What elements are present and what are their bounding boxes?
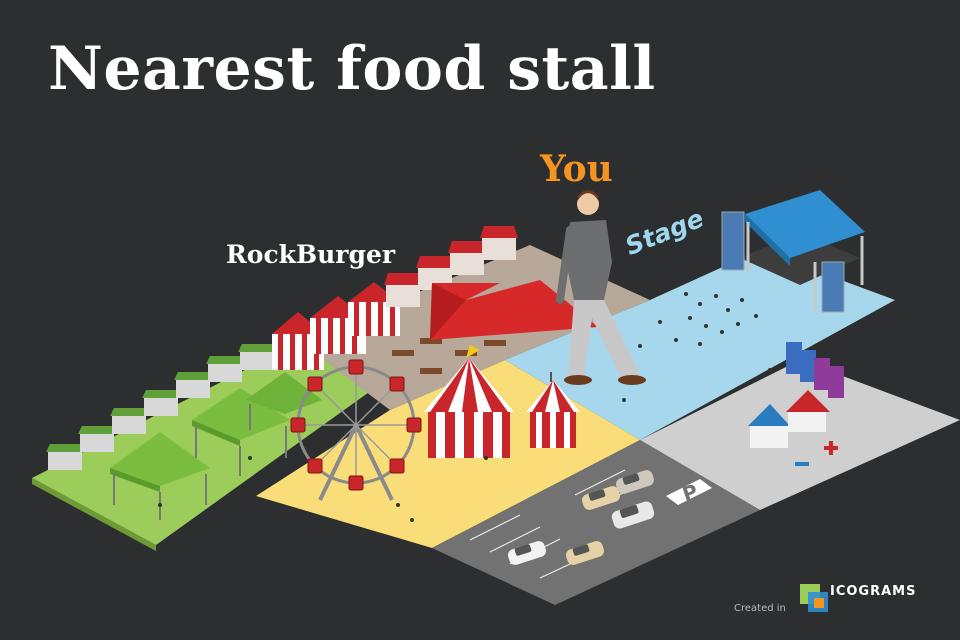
food-stall-label: RockBurger: [226, 240, 396, 269]
ferris-wheel-icon: [290, 359, 422, 501]
food-kiosk: [448, 241, 486, 275]
you-label: You: [540, 148, 613, 190]
service-zone: [640, 360, 960, 510]
icograms-logo-icon: [800, 584, 828, 612]
page-title: Nearest food stall: [48, 34, 656, 104]
carousel-tent-icon: [526, 372, 580, 448]
parking-icon: P: [666, 479, 712, 507]
portable-toilet-icon: [786, 342, 844, 398]
food-kiosk: [480, 226, 518, 260]
market-tent-icon: [192, 388, 290, 476]
credit-text: Created in: [734, 603, 786, 614]
car-icon: [508, 541, 546, 565]
you-person-icon: [556, 190, 646, 385]
market-stall: [206, 356, 244, 382]
first-aid-tent-icon: [748, 390, 838, 466]
market-stall: [238, 344, 276, 370]
stage-icon: [721, 190, 865, 313]
circus-tent-icon: [424, 345, 514, 458]
market-zone-edge: [32, 478, 156, 551]
car-icon: [616, 470, 654, 494]
car-icon: [611, 501, 655, 529]
market-stall: [110, 408, 148, 434]
car-icon: [566, 541, 604, 565]
market-stall: [46, 444, 84, 470]
food-kiosk: [384, 273, 422, 307]
brand-name[interactable]: ICOGRAMS: [830, 584, 917, 599]
market-stall-row: [46, 344, 276, 470]
market-stall: [174, 372, 212, 398]
car-icon: [582, 486, 620, 510]
market-stall: [142, 390, 180, 416]
direction-arrow-icon: [430, 280, 598, 340]
crowd: [158, 292, 772, 522]
parking-sign: P: [679, 479, 700, 506]
market-stall: [78, 426, 116, 452]
